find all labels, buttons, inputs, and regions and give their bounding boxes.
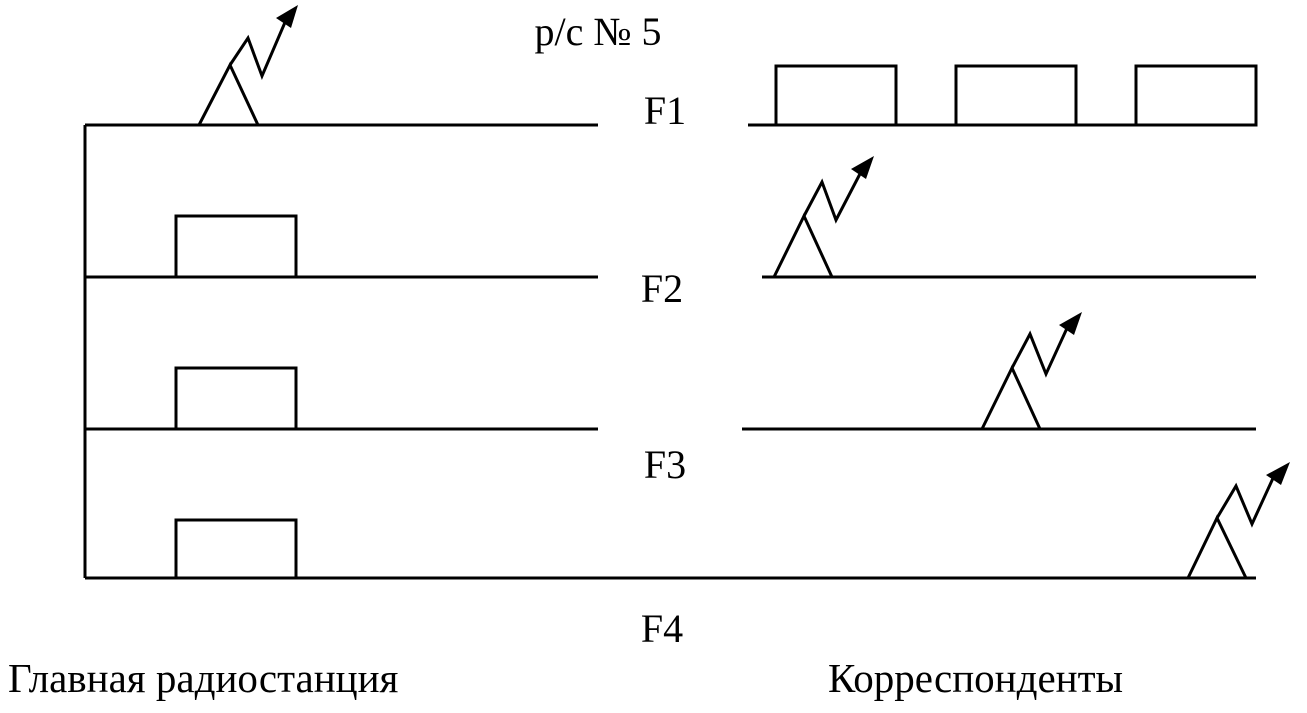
receiver-box-icon — [1134, 64, 1258, 127]
transmitter-icon — [772, 156, 874, 278]
receiver-box-icon — [954, 64, 1078, 127]
channel-f3: F3 — [85, 312, 1256, 487]
receiver-box-icon — [174, 366, 298, 431]
transmitter-icon — [1186, 462, 1290, 579]
transmitter-icon — [980, 312, 1082, 430]
channel-f2: F2 — [85, 156, 1256, 311]
main-station-caption: Главная радиостанция — [8, 655, 399, 701]
channel-f1: F1 — [85, 5, 1258, 133]
channel-label: F2 — [641, 266, 683, 311]
receiver-box-icon — [174, 518, 298, 580]
channel-label: F4 — [641, 606, 683, 651]
channel-label: F3 — [644, 442, 686, 487]
channel-f4: F4 — [85, 462, 1290, 651]
receiver-box-icon — [774, 64, 898, 127]
transmitter-icon — [197, 5, 298, 126]
station-label: р/с № 5 — [534, 9, 661, 54]
channel-label: F1 — [644, 88, 686, 133]
receiver-box-icon — [174, 214, 298, 279]
correspondents-caption: Корреспонденты — [828, 655, 1123, 701]
